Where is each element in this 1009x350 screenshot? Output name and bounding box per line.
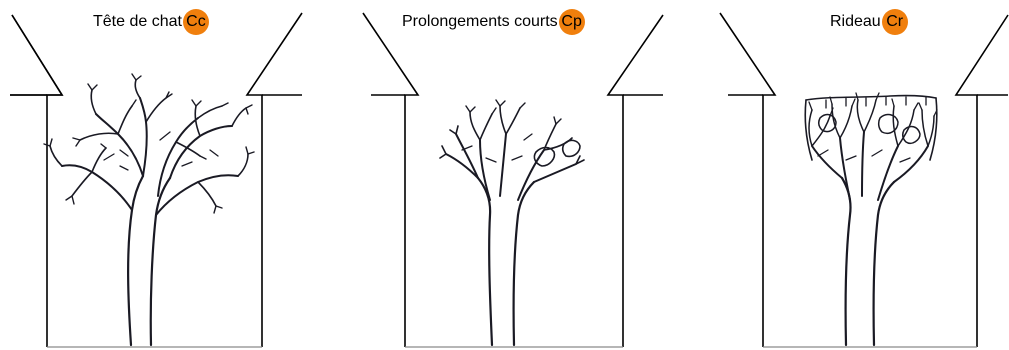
panel-label-3: Rideau [830, 13, 881, 30]
left-wall-1 [11, 14, 64, 347]
panel-title-1: Tête de chat Cc [93, 9, 209, 35]
panel-title-2: Prolongements courts Cp [402, 9, 585, 35]
right-wall-1 [245, 12, 303, 347]
tree-tete-de-chat [43, 73, 255, 347]
right-wall-2 [606, 14, 664, 347]
left-wall-3 [719, 12, 777, 347]
tree-prolongements-courts [439, 99, 585, 347]
right-wall-3 [954, 14, 1009, 347]
frame-rideau [719, 12, 1009, 347]
code-badge-1: Cc [182, 9, 209, 35]
frame-prolongements-courts [362, 12, 664, 347]
frame-tete-de-chat [10, 12, 303, 347]
left-wall-2 [362, 12, 420, 347]
code-badge-3: Cr [881, 9, 908, 35]
panel-label-2: Prolongements courts [402, 13, 558, 30]
panel-label-1: Tête de chat [93, 13, 182, 30]
tree-rideau [804, 92, 938, 347]
code-badge-2: Cp [558, 9, 585, 35]
panel-title-3: Rideau Cr [830, 9, 908, 35]
